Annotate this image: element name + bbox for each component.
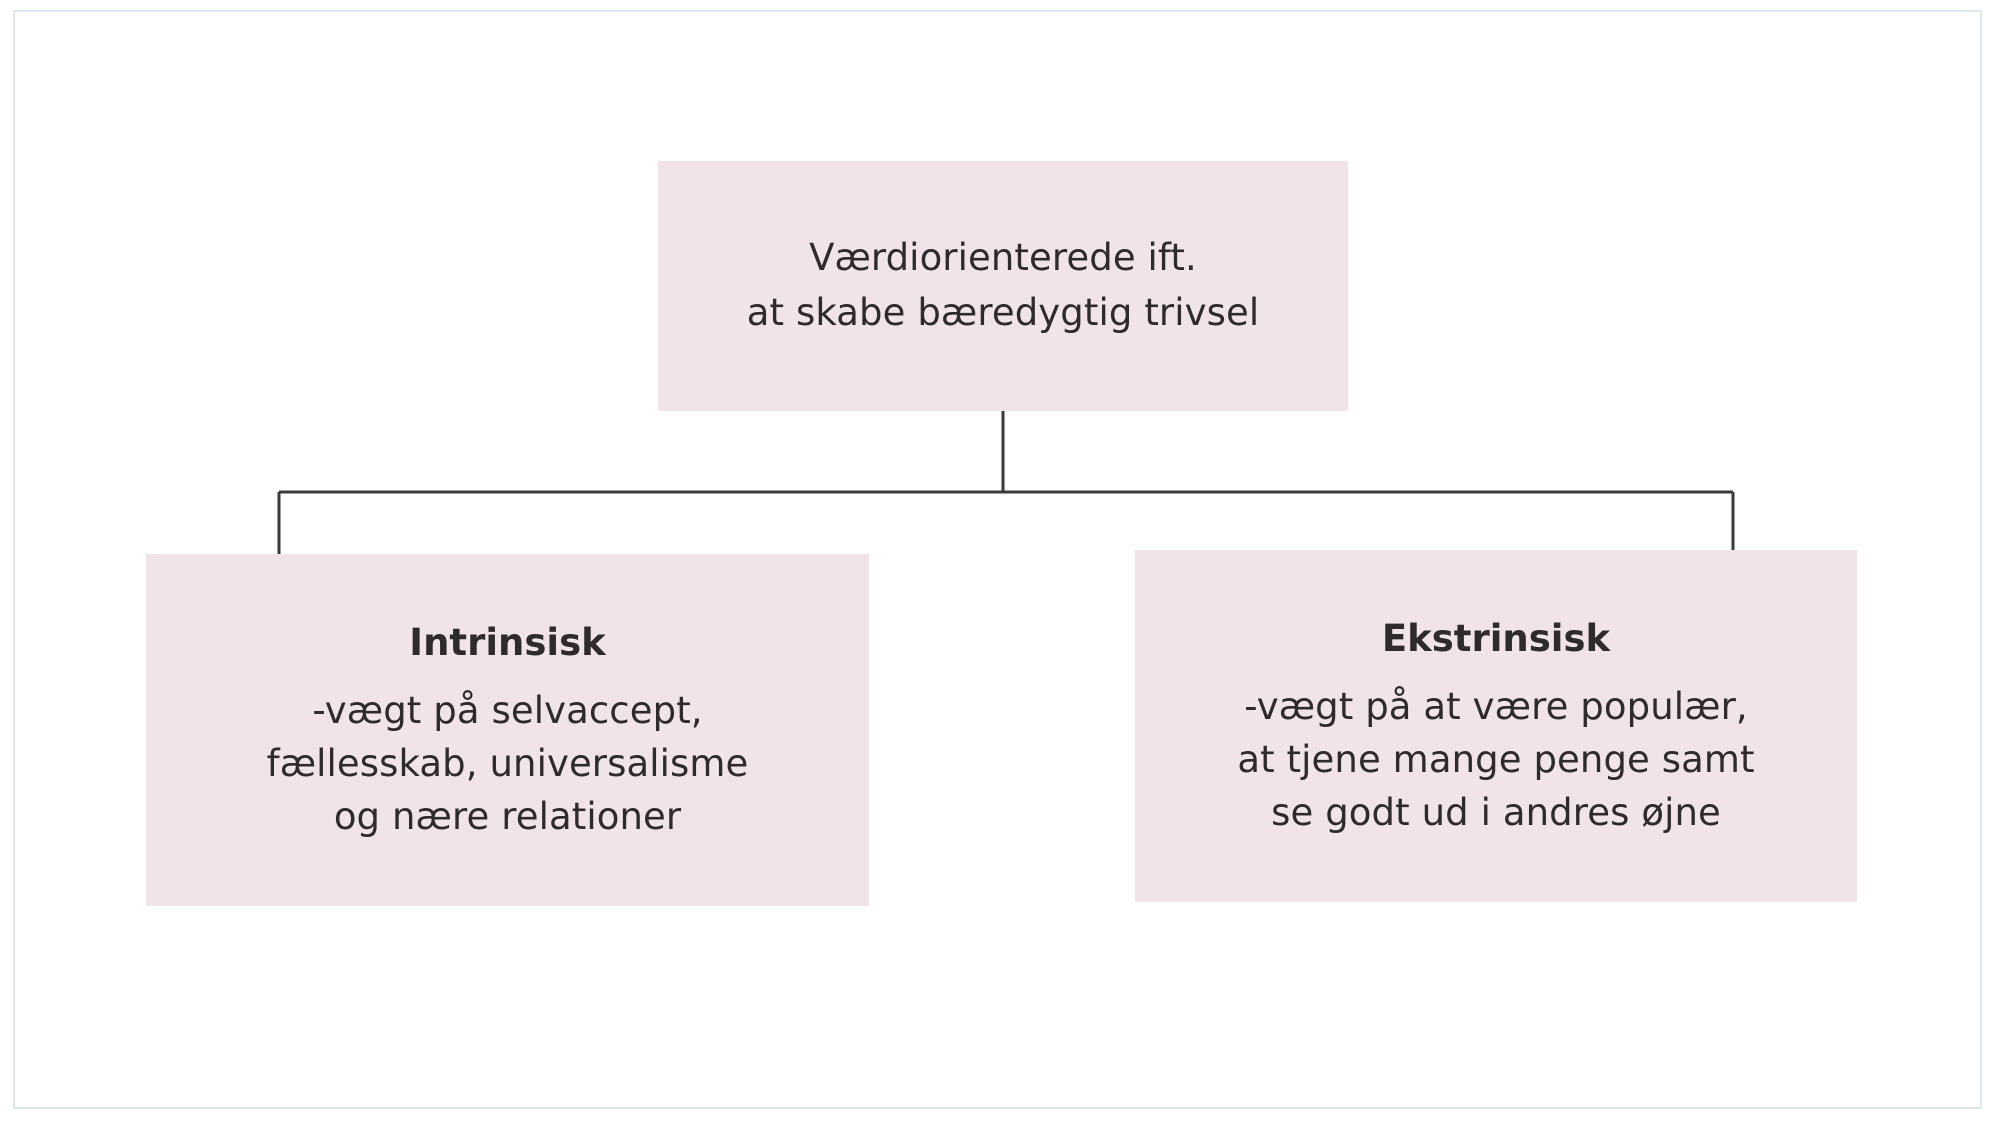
node-intrinsisk-line-1: -vægt på selvaccept, [312,689,703,733]
node-intrinsisk-line-2: fællesskab, universalisme [266,742,749,785]
node-ekstrinsisk-line-3: se godt ud i andres øjne [1271,790,1721,834]
node-ekstrinsisk[interactable]: Ekstrinsisk -vægt på at være populær, at… [1135,550,1857,902]
node-ekstrinsisk-line-1: -vægt på at være populær, [1244,685,1748,729]
node-intrinsisk-title: Intrinsisk [409,620,606,664]
node-intrinsisk-line-3: og nære relationer [333,794,682,838]
node-root-line-1: Værdiorienterede ift. [809,236,1197,280]
node-intrinsisk[interactable]: Intrinsisk -vægt på selvaccept, fællessk… [146,554,869,906]
node-root-line-2: at skabe bæredygtig trivsel [746,291,1260,334]
node-root[interactable]: Værdiorienterede ift. at skabe bæredygti… [658,161,1348,411]
node-ekstrinsisk-title: Ekstrinsisk [1381,616,1611,660]
node-ekstrinsisk-line-2: at tjene mange penge samt [1237,738,1755,781]
